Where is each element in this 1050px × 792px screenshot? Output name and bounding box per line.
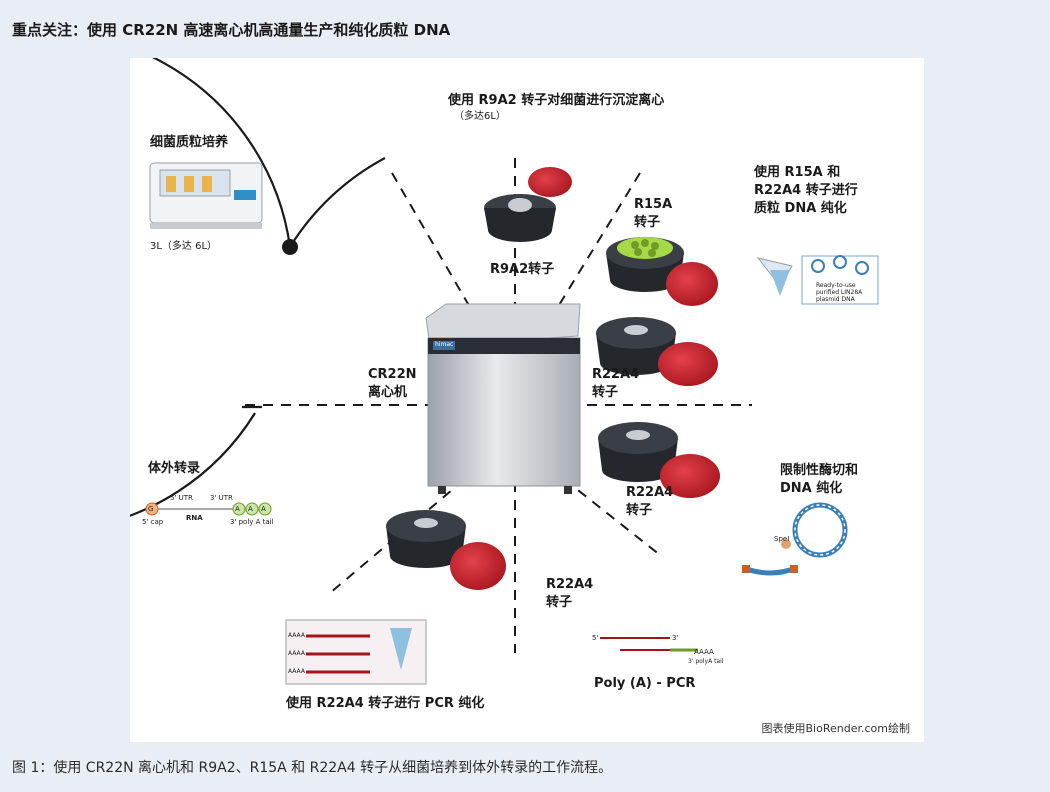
polya-three-label: 3' [672, 634, 679, 642]
restriction-digest-image [742, 502, 848, 576]
pelleting-step-title: 使用 R9A2 转子对细菌进行沉淀离心 [448, 93, 665, 108]
enzyme-site-label: SpeI [774, 535, 790, 543]
figure-panel: 细菌质粒培养 3L（多达 6L） 使用 R9A2 转子对细菌进行沉淀离心 （多达… [130, 58, 924, 742]
ivt-g-nucleotide: G [148, 505, 154, 513]
pelleting-step-note: （多达6L） [454, 111, 506, 122]
workflow-circle-arc [130, 58, 292, 517]
ivt-step-title: 体外转录 [148, 461, 201, 476]
culture-connector-arc [289, 157, 386, 248]
ivt-a-nucleotide-2: A [248, 505, 253, 513]
polya-pcr-title: Poly (A) - PCR [594, 676, 696, 691]
r9a2-rotor-image [484, 167, 572, 242]
centrifuge-brand: himac [435, 341, 454, 348]
pcr-aaaa-3: AAAA [288, 668, 305, 675]
r15a-rotor-label-line1: R15A [634, 197, 673, 212]
r22a4-upper-label-line2: 转子 [592, 385, 619, 400]
ivt-construct-image [145, 502, 272, 516]
digest-step-line1: 限制性酶切和 [780, 463, 859, 478]
ivt-cap-label: 5' cap [142, 518, 164, 526]
plasmid-box-line3: plasmid DNA [816, 296, 855, 303]
pcr-gel-image [285, 619, 427, 685]
polya-aaaa-label: AAAA [694, 648, 714, 656]
r22a4-lower-label-line2: 转子 [546, 595, 573, 610]
plasmid-box-line1: Ready-to-use [816, 282, 856, 289]
plasmid-box-image [756, 255, 879, 305]
r15a-rotor-label-line2: 转子 [634, 215, 661, 230]
pcr-step-title: 使用 R22A4 转子进行 PCR 纯化 [286, 696, 485, 711]
cr22n-centrifuge-image [425, 303, 581, 494]
r22a4-rotor-lower-image [386, 510, 506, 590]
purify-step-line3: 质粒 DNA 纯化 [754, 201, 847, 216]
polya-tail-note: 3' polyA tail [688, 658, 724, 665]
start-dot [282, 239, 298, 255]
culture-volume: 3L（多达 6L） [150, 241, 218, 252]
centrifuge-label-line1: CR22N [368, 367, 417, 382]
purify-step-line1: 使用 R15A 和 [754, 165, 841, 180]
culture-title: 细菌质粒培养 [150, 135, 229, 150]
ivt-a-nucleotide-1: A [235, 505, 240, 513]
r22a4-rotor-upper-image [596, 317, 718, 386]
r22a4-right-label-line1: R22A4 [626, 485, 674, 500]
figure-caption: 图 1：使用 CR22N 离心机和 R9A2、R15A 和 R22A4 转子从细… [12, 760, 613, 776]
pcr-aaaa-2: AAAA [288, 650, 305, 657]
polya-five-label: 5' [592, 634, 599, 642]
pcr-aaaa-1: AAAA [288, 632, 305, 639]
purify-step-line2: R22A4 转子进行 [754, 183, 858, 198]
ivt-rna-label: RNA [186, 514, 203, 522]
plasmid-box-line2: purified LIN28A [816, 289, 863, 296]
r9a2-rotor-label: R9A2转子 [490, 262, 555, 277]
ivt-tail-label: 3' poly A tail [230, 518, 274, 526]
ivt-five-utr: 5' UTR [170, 494, 193, 502]
ivt-three-utr: 3' UTR [210, 494, 233, 502]
r22a4-rotor-right-image [598, 422, 720, 498]
ivt-a-nucleotide-3: A [261, 505, 266, 513]
r15a-rotor-image [606, 237, 718, 306]
polya-pcr-image [600, 637, 698, 652]
digest-step-line2: DNA 纯化 [780, 481, 843, 496]
centrifuge-label-line2: 离心机 [368, 385, 408, 400]
workflow-diagram [130, 58, 879, 685]
biorender-credit: 图表使用BioRender.com绘制 [761, 722, 910, 735]
r22a4-upper-label-line1: R22A4 [592, 367, 640, 382]
incubator-shaker-image [149, 162, 263, 229]
r22a4-lower-label-line1: R22A4 [546, 577, 594, 592]
r22a4-right-label-line2: 转子 [626, 503, 653, 518]
page-heading: 重点关注：使用 CR22N 高速离心机高通量生产和纯化质粒 DNA [12, 21, 451, 39]
